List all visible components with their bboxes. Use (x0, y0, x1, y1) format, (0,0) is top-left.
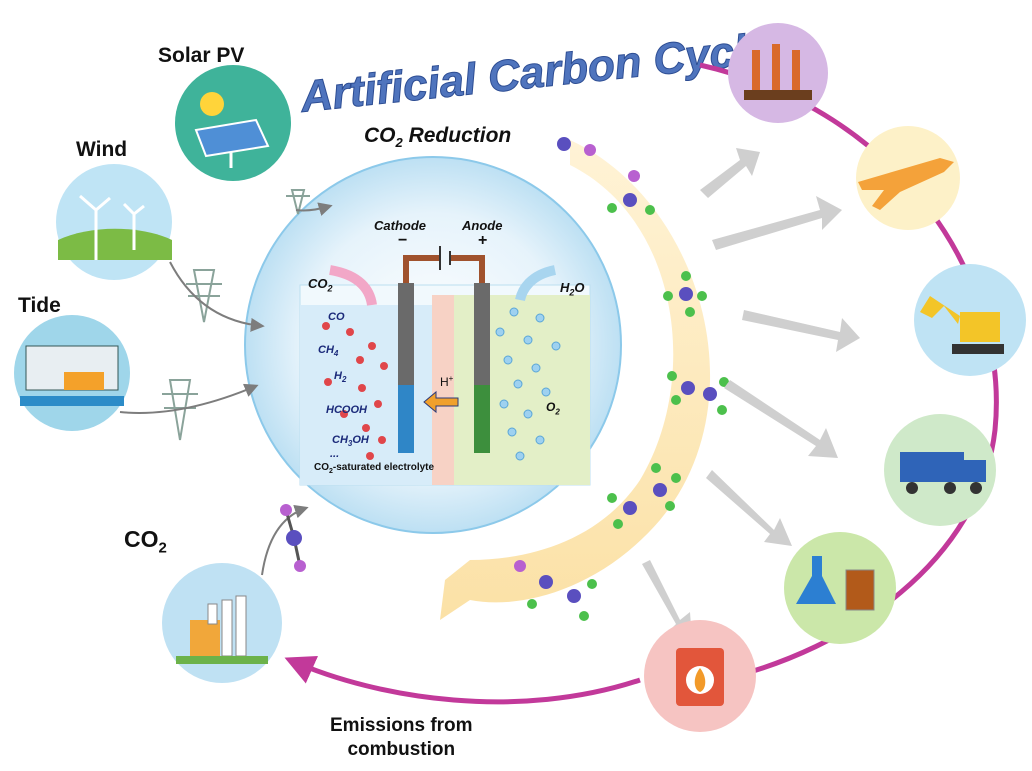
energy-input-arrows (119, 202, 333, 576)
wind-turbine-icon (79, 194, 145, 260)
product-hcooh: HCOOH (326, 404, 367, 416)
electrolyte-main: CO (314, 462, 329, 473)
methane-molecule (663, 271, 707, 317)
proton-transfer-arrow (423, 390, 459, 414)
emissions-line1: Emissions from (330, 715, 473, 736)
electrolyte-label: CO2-saturated electrolyte (314, 462, 434, 475)
h2-sub: 2 (341, 375, 347, 385)
excavator-icon (920, 296, 1004, 354)
h2o-main: H (560, 280, 570, 295)
ethanol-molecule (607, 463, 681, 529)
ch4-main: CH (318, 344, 334, 356)
excavator-product (914, 264, 1026, 376)
solar-pv-label: Solar PV (158, 44, 245, 67)
co2-reduction-title: CO2 Reduction (364, 124, 511, 150)
tide-label: Tide (18, 294, 61, 317)
anode-electrode-immersed (474, 385, 490, 453)
propanol-molecule (514, 560, 597, 621)
co2-molecule-icon (280, 504, 306, 572)
product-ch3oh: CH3OH (332, 434, 369, 448)
co2-reduction-sub: 2 (395, 135, 403, 151)
fuel-can-icon (676, 648, 724, 706)
h2-main: H (334, 370, 342, 382)
co2-inflow-main: CO (308, 276, 328, 291)
minus-sign: − (398, 232, 408, 249)
wind-label: Wind (76, 138, 128, 161)
co2-inflow-arrow (328, 265, 377, 306)
lab-flask-icon (796, 556, 875, 611)
electrolyte-rest: -saturated electrolyte (332, 462, 435, 473)
o2-sub: 2 (555, 407, 560, 417)
product-arrows (642, 148, 860, 640)
factory-icon (176, 595, 268, 664)
solar-pv-source (175, 65, 291, 181)
emissions-label: Emissions from combustion (330, 714, 473, 762)
co2-source-main: CO (124, 526, 159, 552)
ch3oh-sub: 3 (347, 439, 353, 449)
h2o-inflow-label: H2O (560, 280, 585, 298)
co-molecule (557, 137, 596, 156)
ch3oh-a: CH (332, 434, 348, 446)
electrolyte-sub: 2 (329, 468, 333, 475)
product-ch4: CH4 (318, 344, 338, 358)
crops-product (728, 23, 828, 123)
co2-source-label: CO2 (124, 526, 167, 557)
proton-sup: + (448, 374, 454, 383)
emissions-line2: combustion (347, 739, 456, 760)
band-molecules (514, 137, 729, 621)
truck-icon (900, 452, 986, 494)
sun-icon (200, 92, 224, 116)
product-bubbles (322, 322, 388, 460)
airplane-product (856, 126, 960, 230)
plus-sign: + (478, 232, 488, 249)
co2-reduction-co: CO (364, 124, 396, 147)
airplane-icon (858, 158, 954, 210)
fuel-product (644, 620, 756, 732)
factory-source (162, 563, 282, 683)
truck-product (884, 414, 996, 526)
co2-source-sub: 2 (158, 539, 167, 557)
o2-label: O2 (546, 400, 560, 416)
product-h2: H2 (334, 370, 346, 384)
co2-inflow-sub: 2 (327, 283, 333, 294)
proton-label: H+ (440, 374, 453, 389)
formic-molecule (607, 170, 655, 215)
crops-icon (752, 44, 800, 90)
anode-label: Anode (462, 218, 503, 233)
proton-main: H (440, 375, 449, 389)
ethylene-molecule (667, 371, 729, 415)
diagram-title: Artificial Carbon Cycle (297, 24, 772, 122)
product-co: CO (328, 311, 345, 323)
cathode-label: Cathode (374, 218, 426, 233)
h2o-inflow-arrow (515, 265, 557, 302)
chemicals-product (784, 532, 896, 644)
reduction-band (440, 140, 711, 620)
tide-source (14, 315, 130, 431)
external-circuit-wire (403, 255, 485, 283)
cathode-electrode-immersed (398, 385, 414, 453)
h2o-sub: 2 (569, 287, 575, 298)
emissions-arrow (284, 656, 641, 705)
oxygen-bubbles (495, 307, 561, 461)
ch3oh-b: OH (352, 434, 369, 446)
h2o-rest: O (574, 280, 585, 295)
wind-source (56, 164, 172, 280)
co2-inflow-label: CO2 (308, 276, 333, 294)
solar-panel-icon (194, 118, 270, 168)
membrane (432, 295, 454, 485)
product-more: ... (330, 448, 340, 460)
ch4-sub: 4 (333, 349, 339, 359)
co2-reduction-rest: Reduction (402, 124, 512, 147)
o2-main: O (546, 400, 556, 414)
